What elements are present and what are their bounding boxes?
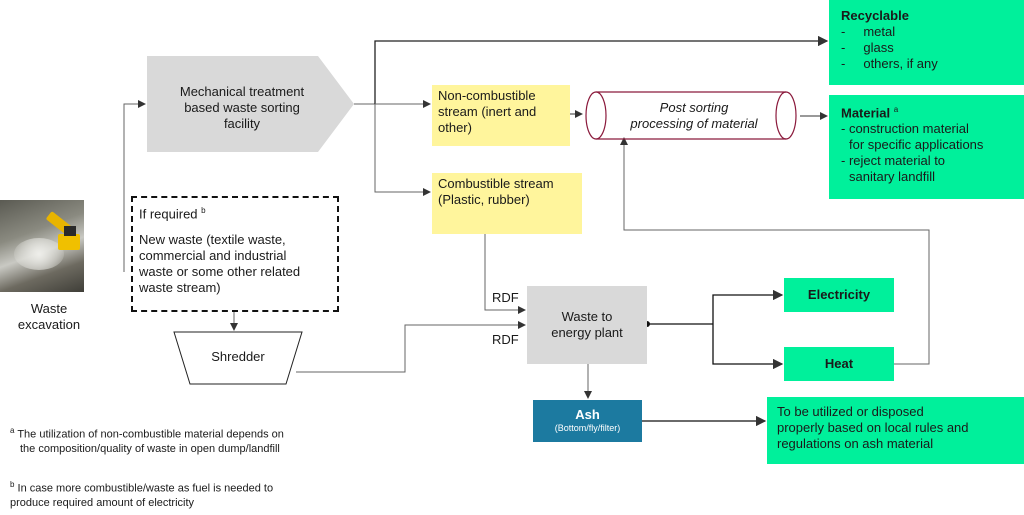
excavation-label: Waste excavation: [17, 301, 81, 332]
mechanical-treatment-shape: [147, 56, 354, 152]
recyclable-title: Recyclable: [841, 8, 909, 23]
post-sorting-label: Post sorting processing of material: [630, 100, 758, 131]
electricity-box: Electricity: [784, 278, 894, 312]
rdf-label: RDF: [492, 290, 519, 305]
heat-box: Heat: [784, 347, 894, 381]
mechanical-treatment-label: Mechanical treatment based waste sorting…: [179, 84, 305, 131]
recyclable-item: -metal: [841, 24, 896, 39]
post-sorting-cylinder: [585, 91, 797, 140]
line-to-heat: [712, 324, 784, 370]
recyclable-item: -glass: [841, 40, 894, 55]
rdf-label: RDF: [492, 332, 519, 347]
new-waste-box: If required b New waste (textile waste, …: [131, 196, 339, 312]
ash-box: Ash (Bottom/fly/filter): [533, 400, 642, 442]
shredder-label: Shredder: [211, 349, 265, 364]
combustible-box: Combustible stream (Plastic, rubber): [432, 173, 582, 234]
ash-use-box: To be utilized or disposed properly base…: [767, 397, 1024, 464]
non-combustible-box: Non-combustible stream (inert and other): [432, 85, 570, 146]
footnote-b: b In case more combustible/waste as fuel…: [10, 480, 274, 509]
waste-to-energy-box: Waste to energy plant: [527, 286, 647, 364]
line-excavation-to-mechanical: [123, 100, 146, 272]
shredder-shape: [173, 331, 303, 385]
line-to-combustible: [374, 104, 431, 196]
line-heat-feedback: [620, 137, 930, 365]
excavation-photo: [0, 200, 84, 292]
line-to-electricity: [712, 289, 784, 324]
line-combustible-to-wte: [484, 234, 526, 314]
line-shredder-to-wte: [296, 321, 526, 373]
recyclable-item: -others, if any: [841, 56, 938, 71]
line-trunk-to-recyclable: [374, 35, 829, 104]
material-box: Material a - construction material for s…: [829, 95, 1024, 199]
recyclable-box: Recyclable -metal -glass -others, if any: [829, 0, 1024, 85]
ash-subtitle: (Bottom/fly/filter): [554, 423, 621, 433]
footnote-a: a The utilization of non-combustible mat…: [10, 426, 284, 455]
ash-title: Ash: [575, 407, 600, 422]
